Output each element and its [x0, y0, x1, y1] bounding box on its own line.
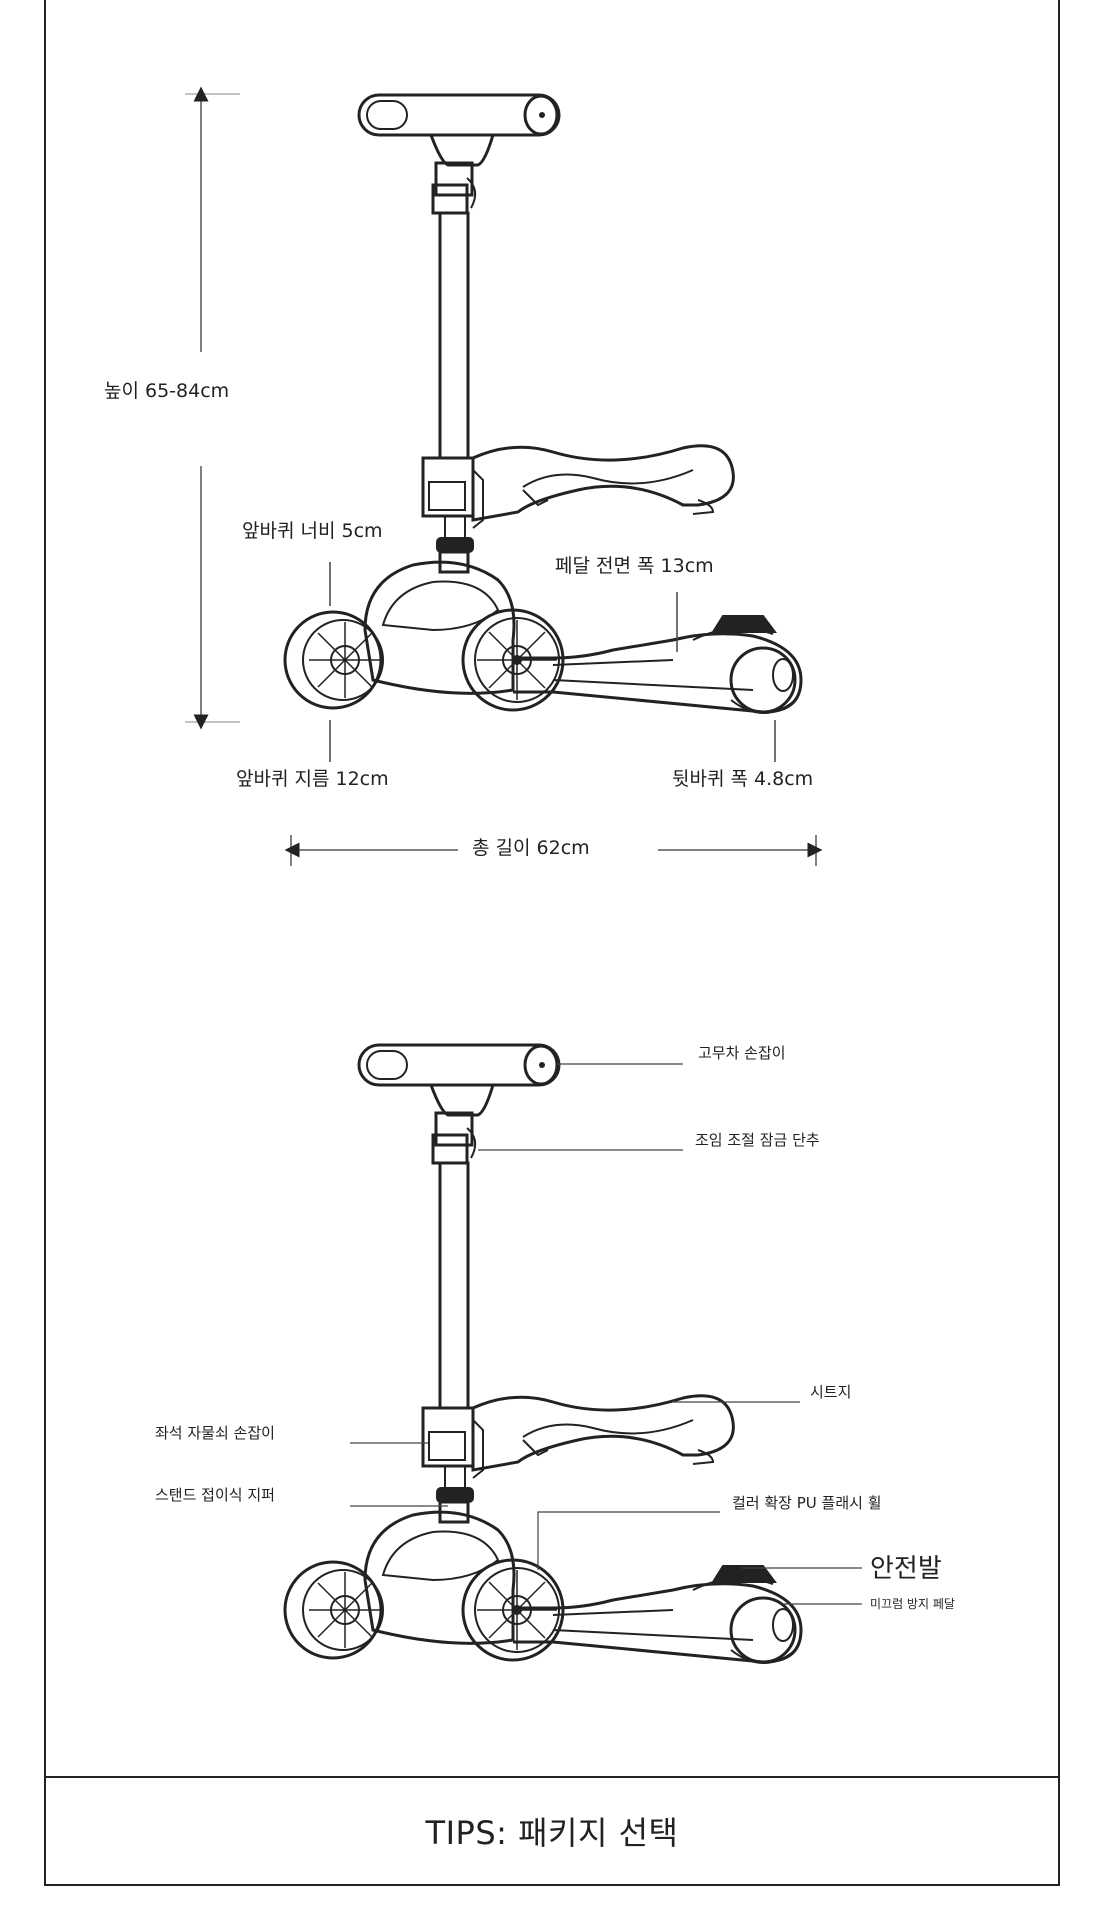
tips-divider: [44, 1776, 1060, 1778]
lock-button-label: 조임 조절 잠금 단추: [695, 1131, 820, 1149]
wheels-pointer: [537, 1511, 720, 1570]
seat-handle-label: 좌석 자물쇠 손잡이: [155, 1424, 275, 1442]
grip-label: 고무차 손잡이: [698, 1044, 786, 1062]
seat-label: 시트지: [810, 1383, 851, 1401]
page-frame: [44, 0, 1060, 1886]
rear-wheel-width-label: 뒷바퀴 폭 4.8cm: [672, 768, 813, 790]
total-length-label: 총 길이 62cm: [472, 837, 590, 859]
stand-label: 스탠드 접이식 지퍼: [155, 1486, 275, 1504]
front-wheel-width-label: 앞바퀴 너비 5cm: [242, 520, 383, 542]
safety-foot-label: 안전발: [870, 1554, 942, 1584]
pedal-front-width-label: 페달 전면 폭 13cm: [555, 555, 714, 577]
total-length-dimension-line: [284, 835, 823, 866]
front-wheel-diameter-label: 앞바퀴 지름 12cm: [236, 768, 389, 790]
tips-heading: TIPS: 패키지 선택: [425, 1814, 679, 1852]
anti-slip-pedal-label: 미끄럼 방지 페달: [870, 1597, 955, 1611]
wheels-label: 컬러 확장 PU 플래시 휠: [732, 1494, 882, 1512]
height-label: 높이 65-84cm: [104, 380, 229, 402]
height-dimension-line: [185, 86, 240, 730]
scooter-drawing-dimensions: [283, 93, 803, 715]
